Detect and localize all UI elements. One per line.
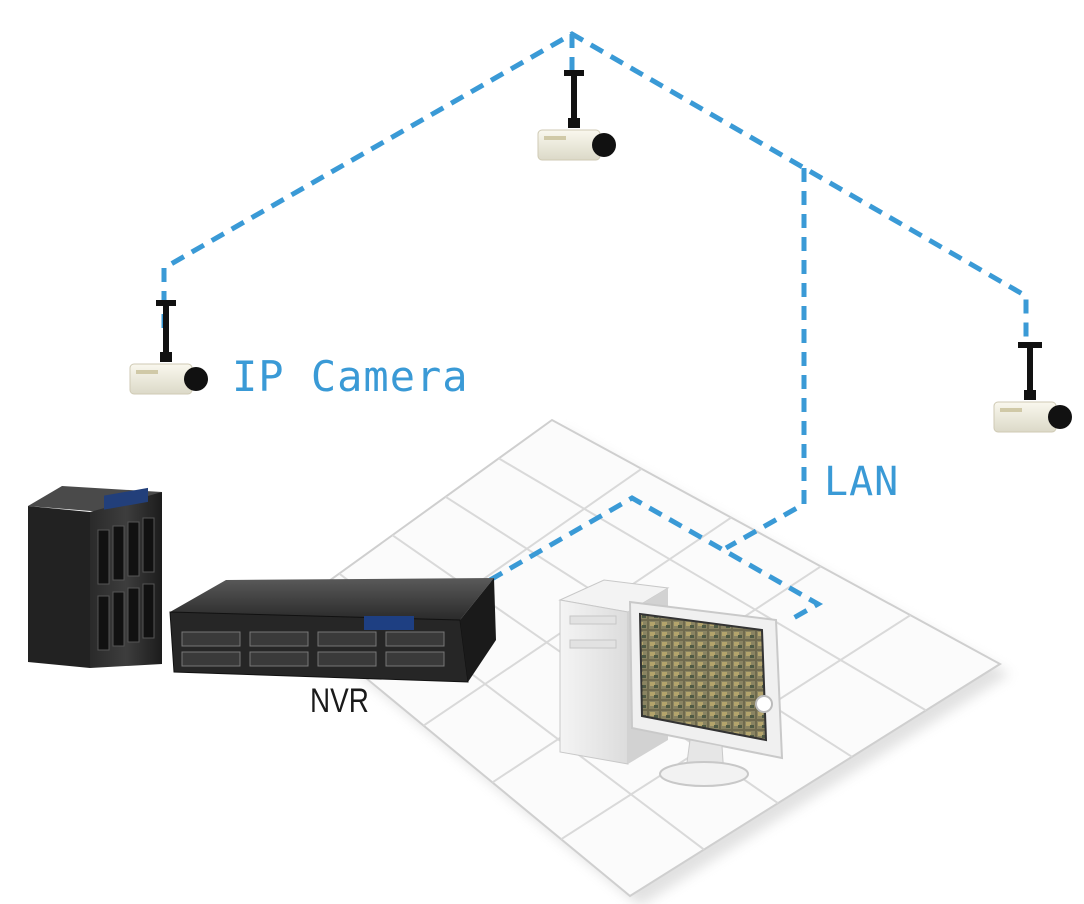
ip-camera-label: IP Camera bbox=[232, 352, 469, 401]
lan-cabling bbox=[161, 31, 1029, 623]
nvr-label: NVR bbox=[310, 682, 369, 720]
rack-nvr-recorder-icon bbox=[169, 578, 496, 683]
lan-label: LAN bbox=[824, 459, 900, 505]
desktop-pc-with-monitor-icon bbox=[558, 579, 784, 787]
ceiling-mounted-ip-camera-icon bbox=[993, 342, 1072, 433]
ceiling-mounted-ip-camera-icon bbox=[129, 300, 208, 395]
tower-nas-storage-icon bbox=[28, 486, 162, 668]
ceiling-mounted-ip-camera-icon bbox=[537, 70, 616, 161]
